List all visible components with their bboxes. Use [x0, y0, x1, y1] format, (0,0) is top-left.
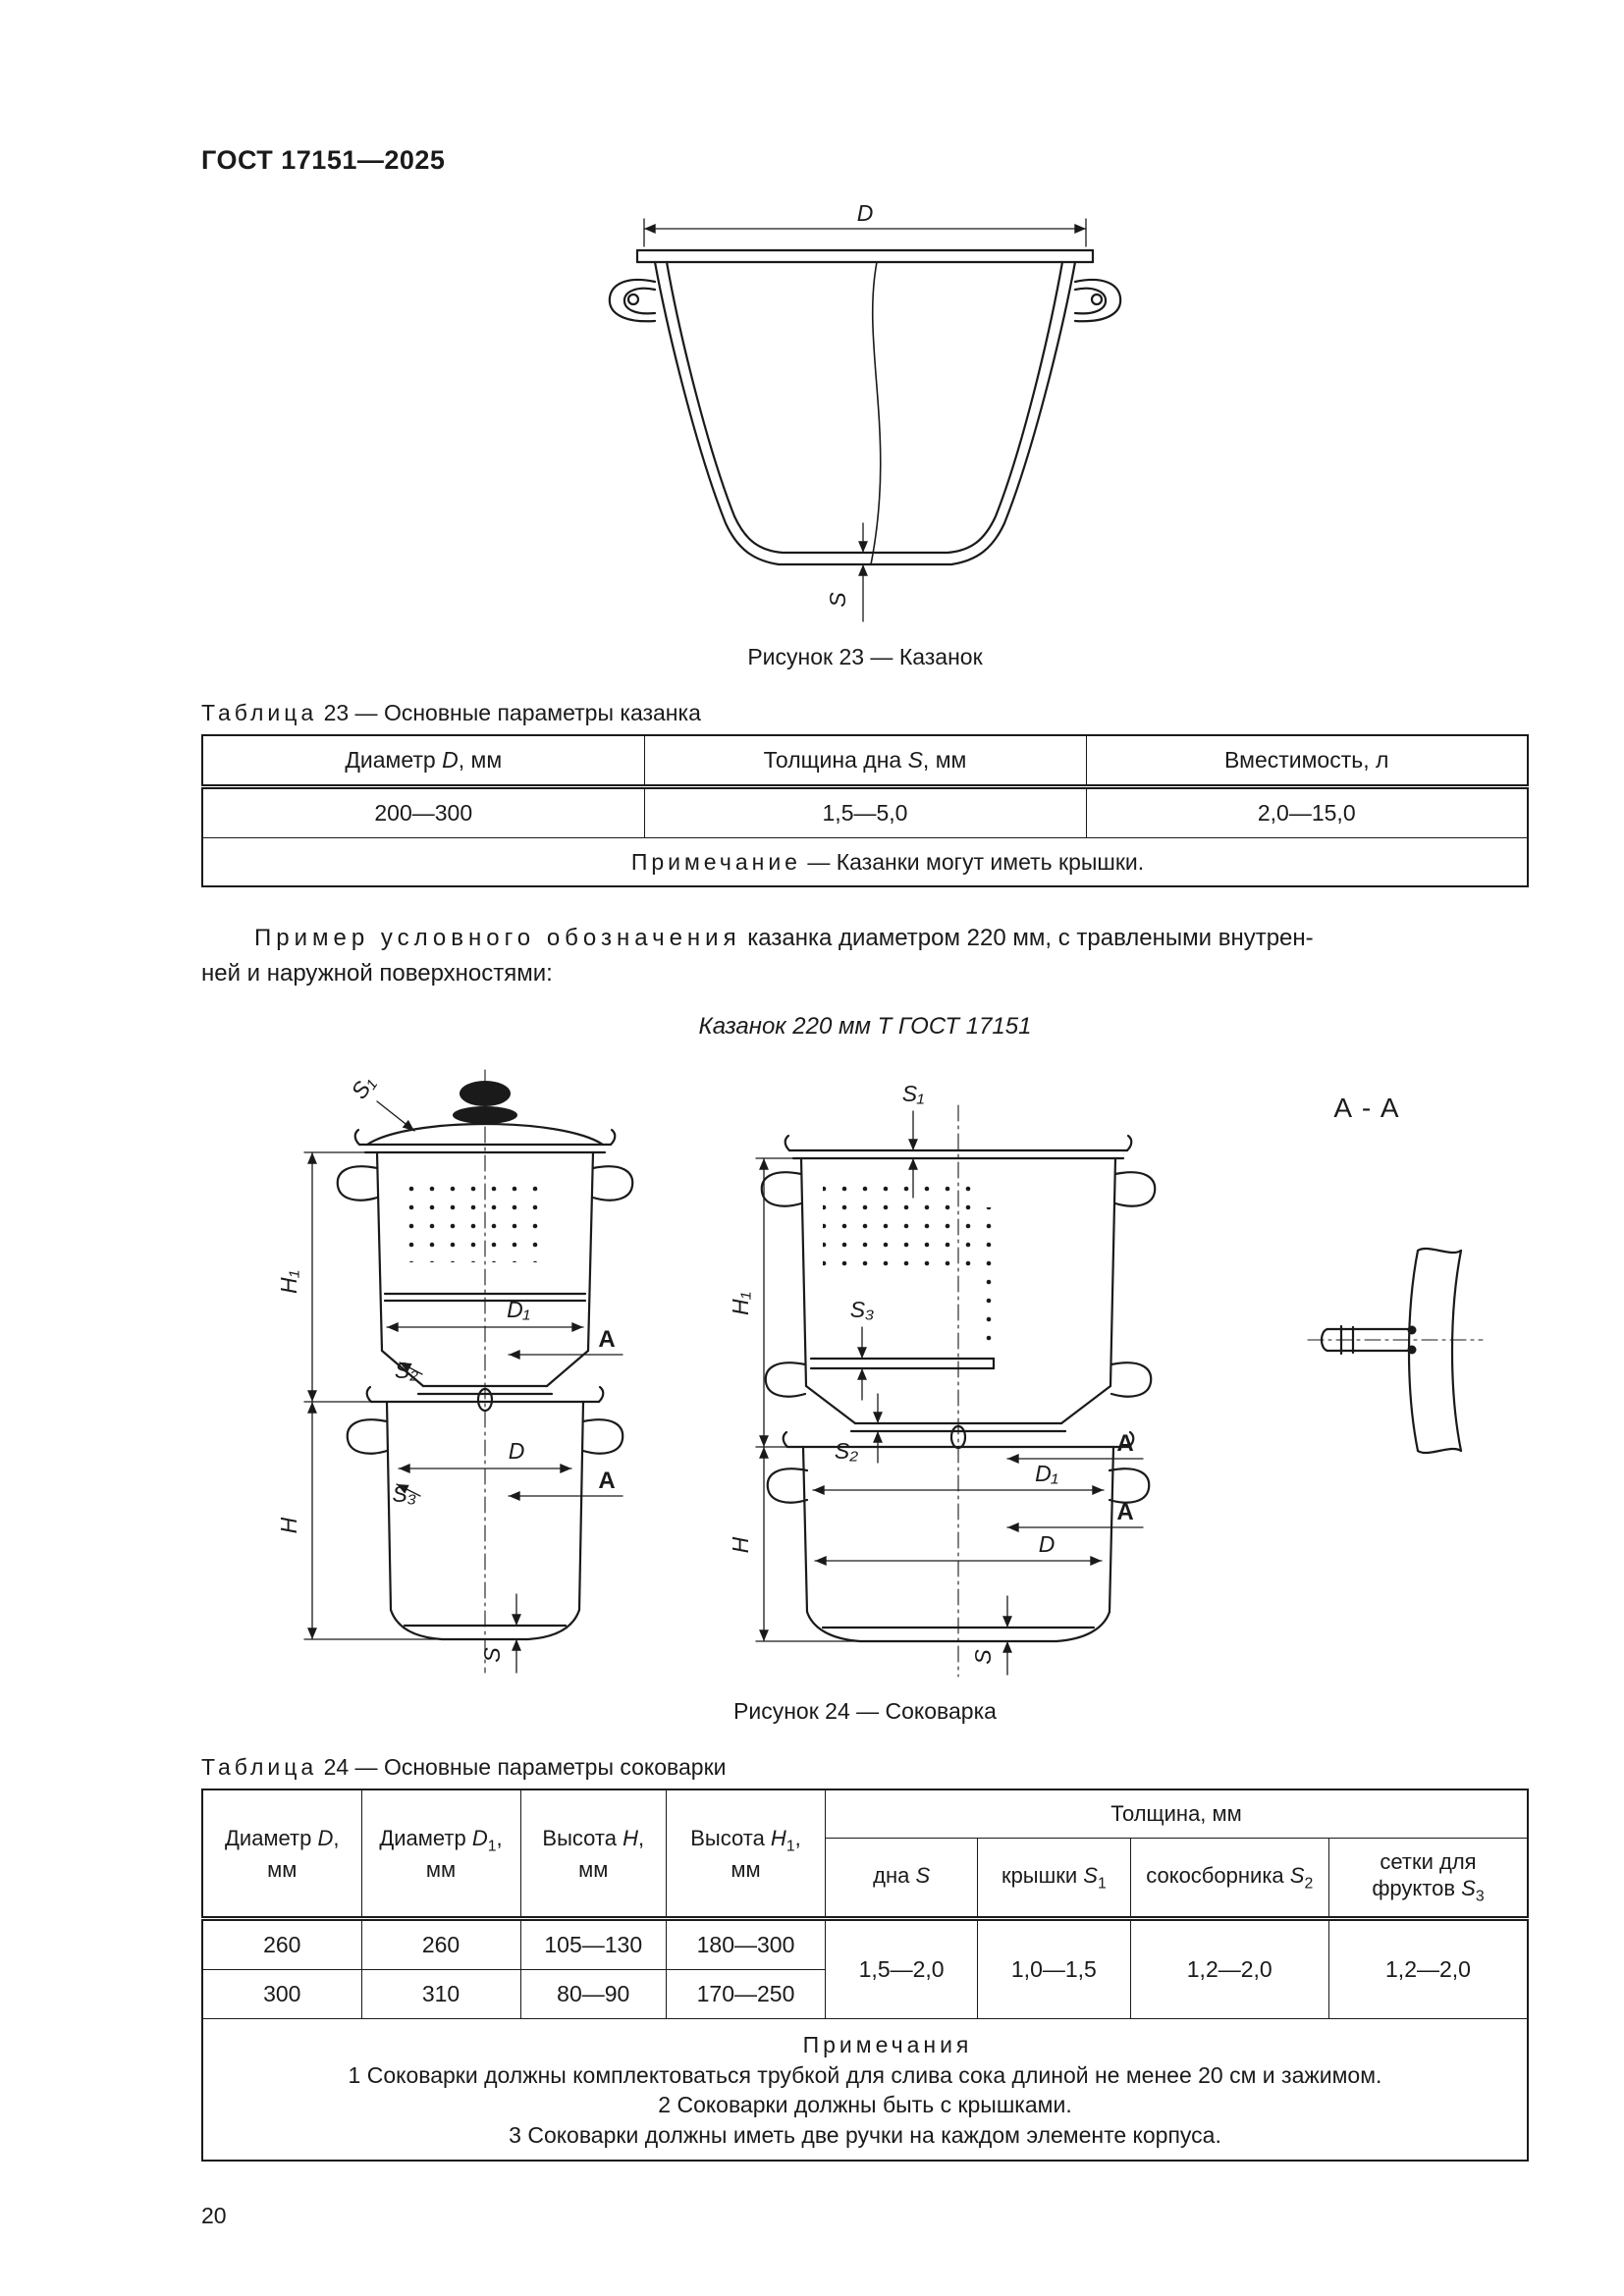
t24-note-1: 1 Соковарки должны комплектоваться трубк… [348, 2061, 1382, 2088]
figure-24: S₁ D₁ А [201, 1054, 1529, 1725]
t24-header-h1: Высота H1, мм [666, 1789, 826, 1922]
fig24-label-a: А [1116, 1430, 1133, 1457]
table-24-title-rest: 24 — Основные параметры соковарки [317, 1754, 727, 1781]
t23-note: Примечание — Казанки могут иметь крышки. [201, 836, 1529, 887]
fig24-section-title: А - А [1333, 1093, 1399, 1123]
t24-cell-thickness-s2: 1,2—2,0 [1129, 1918, 1329, 2019]
table-row: 300 310 80—90 170—250 [201, 1969, 1528, 2019]
table-24-title-label: Таблица [201, 1754, 318, 1781]
fig23-label-d: D [857, 200, 874, 226]
fig24-left-view: S₁ D₁ А [276, 1069, 634, 1674]
table-row: 200—300 1,5—5,0 2,0—15,0 [201, 785, 1529, 838]
table-23-title: Таблица 23 — Основные параметры казанка [201, 700, 1529, 726]
table-notes-row: Примечания 1 Соковарки должны комплектов… [201, 2017, 1529, 2162]
table-23: Диаметр D, мм Толщина дна S, мм Вместимо… [201, 734, 1529, 888]
fig24-label-a: А [1116, 1499, 1133, 1525]
fig24-label-a: А [598, 1326, 615, 1353]
example-line2: ней и наружной поверхностями: [201, 960, 553, 988]
t24-header-h: Высота H, мм [519, 1789, 667, 1922]
t24-cell-thickness-s1: 1,0—1,5 [977, 1918, 1131, 2019]
figure-23-caption: Рисунок 23 — Казанок [747, 644, 983, 669]
t24-header-d: Диаметр D, мм [201, 1789, 362, 1922]
fig24-right-view: S₁ S₃ [728, 1081, 1157, 1678]
doc-header: ГОСТ 17151—2025 [201, 145, 446, 175]
example-line1: казанка диаметром 220 мм, с травлеными в… [740, 925, 1314, 952]
t24-notes-label: Примечания [802, 2031, 973, 2057]
t23-note-label: Примечание [630, 848, 801, 875]
t23-header-capacity: Вместимость, л [1085, 734, 1529, 789]
t24-header-s2: сокосборника S2 [1129, 1837, 1329, 1922]
t24-cell: 105—130 [519, 1918, 667, 1971]
example-lead: Пример условного обозначения [254, 925, 741, 952]
t24-header-thickness-group: Толщина, мм [825, 1789, 1529, 1839]
t24-cell-thickness-s3: 1,2—2,0 [1328, 1918, 1529, 2019]
table-24-title: Таблица 24 — Основные параметры соковарк… [201, 1754, 1529, 1781]
fig24-label-s1: S₁ [346, 1071, 379, 1103]
t23-header-diameter: Диаметр D, мм [201, 734, 645, 789]
t23-header-thickness: Толщина дна S, мм [643, 734, 1087, 789]
t24-cell: 310 [360, 1969, 521, 2019]
t24-cell: 260 [201, 1918, 362, 1971]
t24-cell: 170—250 [666, 1969, 826, 2019]
fig24-section-aa: А - А [1307, 1093, 1484, 1455]
fig24-label-d1: D₁ [507, 1297, 530, 1322]
t24-header-s: дна S [824, 1837, 979, 1922]
fig24-label-d1: D₁ [1035, 1461, 1058, 1486]
page-number: 20 [201, 2202, 227, 2228]
fig24-label-s1: S₁ [902, 1081, 925, 1106]
table-23-title-label: Таблица [201, 700, 318, 725]
t24-cell: 260 [360, 1918, 521, 1971]
figure-23: D [201, 199, 1529, 670]
fig23-pot-drawing: D [608, 200, 1122, 622]
table-23-title-rest: 23 — Основные параметры казанка [317, 700, 701, 725]
page-content: ГОСТ 17151—2025 D [201, 145, 1529, 2229]
t24-note-3: 3 Соковарки должны иметь две ручки на ка… [509, 2122, 1221, 2149]
t24-header-s3: сетки для фруктов S3 [1328, 1837, 1529, 1922]
fig24-label-h: H [276, 1518, 301, 1534]
designation-example: Казанок 220 мм Т ГОСТ 17151 [698, 1013, 1032, 1041]
fig24-label-h: H [728, 1537, 753, 1554]
t24-cell: 180—300 [666, 1918, 826, 1971]
figure-23-drawing: D [608, 200, 1122, 622]
t23-cell-thickness: 1,5—5,0 [643, 785, 1087, 838]
t23-cell-capacity: 2,0—15,0 [1085, 785, 1529, 838]
fig23-label-s: S [825, 592, 850, 608]
fig24-label-s2: S₂ [835, 1438, 858, 1464]
table-row: 260 260 105—130 180—300 1,5—2,0 1,0—1,5 … [201, 1918, 1529, 2019]
table-24: Диаметр D, мм Диаметр D1, мм Высота H, м… [201, 1789, 1529, 2162]
t24-header-d1: Диаметр D1, мм [360, 1789, 521, 1922]
t23-note-text: — Казанки могут иметь крышки. [800, 848, 1145, 875]
fig24-label-s: S [479, 1647, 505, 1663]
fig24-label-h1: H₁ [276, 1270, 301, 1294]
fig24-label-d: D [509, 1438, 525, 1464]
figure-24-caption: Рисунок 24 — Соковарка [733, 1698, 997, 1725]
t24-cell-thickness-s: 1,5—2,0 [824, 1918, 979, 2019]
t24-notes: Примечания 1 Соковарки должны комплектов… [201, 2017, 1529, 2162]
t24-header-s1: крышки S1 [977, 1837, 1131, 1922]
t24-cell: 80—90 [519, 1969, 667, 2019]
t23-cell-diameter: 200—300 [201, 785, 645, 838]
fig24-label-s3: S₃ [393, 1481, 416, 1507]
fig24-label-s3: S₃ [850, 1297, 874, 1322]
figure-24-drawing: S₁ D₁ А [276, 1069, 1484, 1678]
fig24-label-a: А [598, 1468, 615, 1494]
table-note-row: Примечание — Казанки могут иметь крышки. [201, 836, 1529, 887]
example-paragraph: Пример условного обозначения казанка диа… [201, 921, 1529, 991]
t24-note-2: 2 Соковарки должны быть с крышками. [658, 2092, 1072, 2118]
fig24-label-h1: H₁ [728, 1292, 753, 1315]
fig24-label-s: S [970, 1649, 996, 1665]
t24-cell: 300 [201, 1969, 362, 2019]
fig24-label-d: D [1039, 1531, 1056, 1557]
